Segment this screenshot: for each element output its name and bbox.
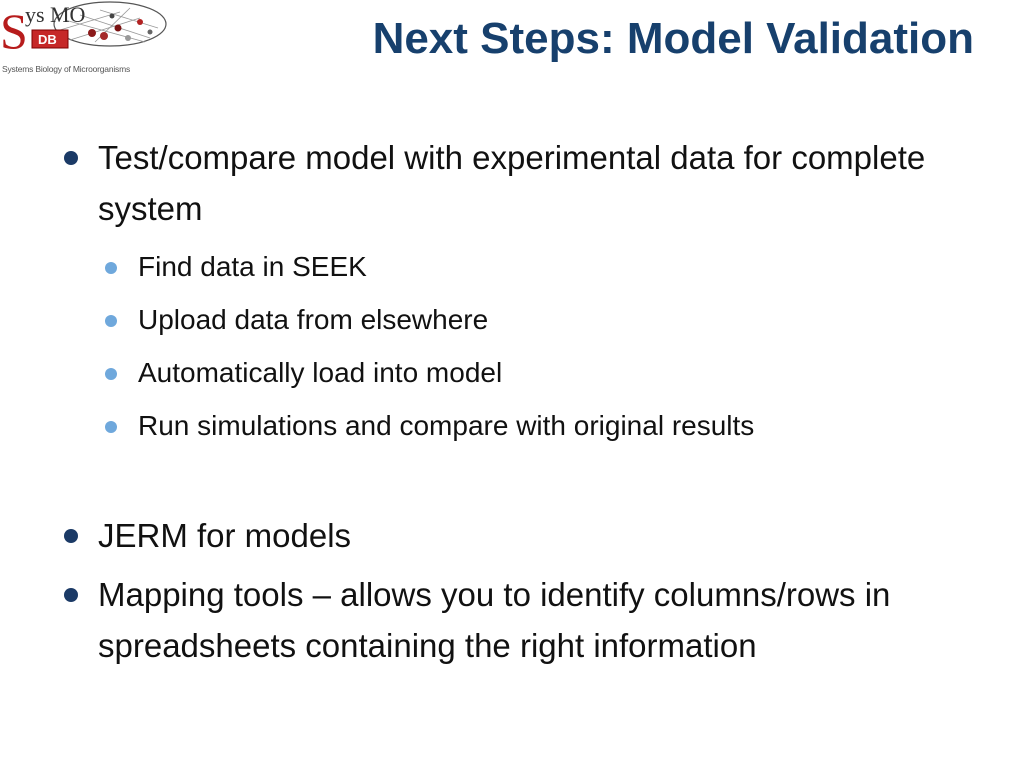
sub-bullet-1-4: Run simulations and compare with origina… [105,399,958,452]
logo-db-box [31,29,69,49]
logo-text-mo: MO [50,2,85,27]
network-graphic-icon: S ys MO DB [0,1,167,59]
bullet-1: Test/compare model with experimental dat… [64,132,958,234]
spacer [0,452,1024,510]
sub-bullet-1-1: Find data in SEEK [105,240,958,293]
logo-text-db: DB [38,32,57,47]
logo-text-ys: ys [25,2,45,27]
bullet-3: Mapping tools – allows you to identify c… [64,569,958,671]
slide-title: Next Steps: Model Validation [372,14,974,63]
slide-body: Test/compare model with experimental dat… [0,132,1024,671]
bullet-2: JERM for models [64,510,958,561]
sysmo-db-logo: S ys MO DB Systems Biology of Microorgan… [0,0,170,78]
logo-letter-s: S [0,3,28,59]
sub-bullet-1-2: Upload data from elsewhere [105,293,958,346]
logo-tagline: Systems Biology of Microorganisms [2,64,131,74]
sub-bullet-1-3: Automatically load into model [105,346,958,399]
